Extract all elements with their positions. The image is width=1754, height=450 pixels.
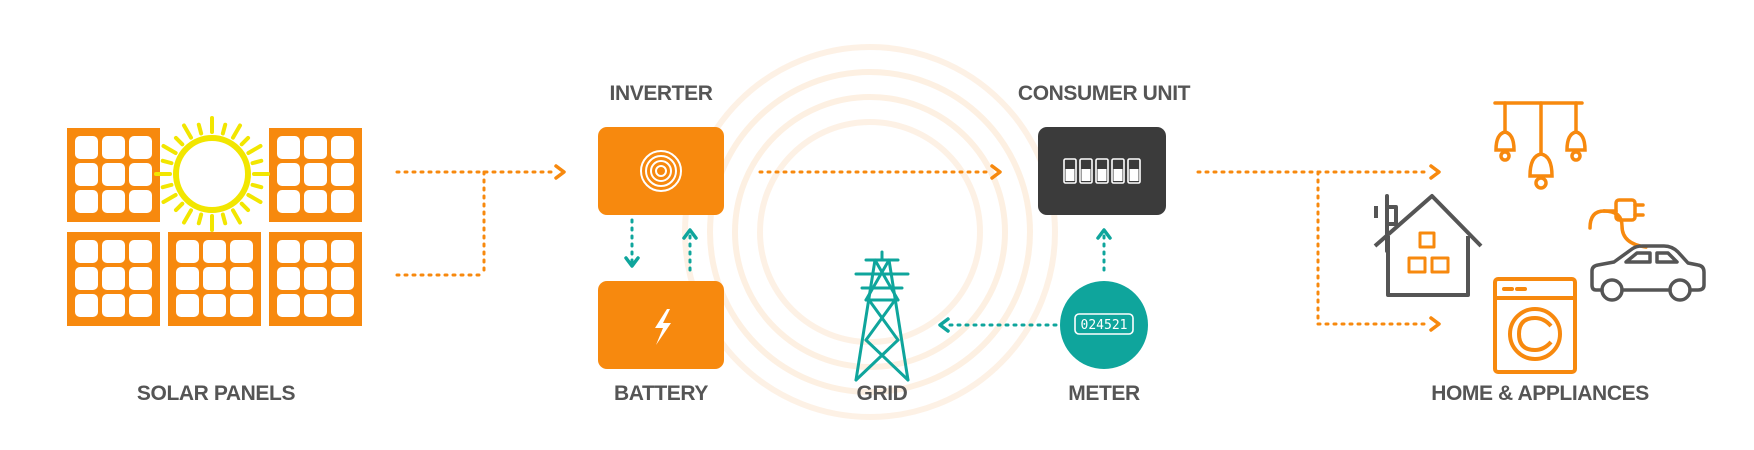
house-icon <box>1373 194 1483 297</box>
halo-rings <box>682 44 1058 420</box>
solar-panel-icon <box>67 232 160 326</box>
orange-arrowheads <box>554 164 1441 332</box>
consumer-unit-icon <box>1038 127 1166 215</box>
arrow-to-grid <box>938 317 950 333</box>
solar-panel-icon <box>168 232 261 326</box>
consumer-unit-label: CONSUMER UNIT <box>1017 82 1191 105</box>
arrow-to-inverter <box>554 164 566 180</box>
arrow-to-home <box>1429 164 1441 180</box>
car-icon <box>1590 244 1706 302</box>
teal-arrowheads <box>624 228 1112 333</box>
meter-icon: 024521 <box>1060 281 1148 369</box>
battery-bolt-icon <box>598 281 724 369</box>
solar-panel-icon <box>269 128 362 222</box>
meter-label: METER <box>1068 382 1140 405</box>
orange-connectors <box>395 170 1432 326</box>
home-appliances-label: HOME & APPLIANCES <box>1431 382 1649 405</box>
pylon-icon <box>854 250 910 382</box>
solar-panels-label: SOLAR PANELS <box>136 382 296 405</box>
sun-icon <box>154 116 270 232</box>
teal-connectors <box>630 218 1106 327</box>
arrow-to-appliances <box>1429 316 1441 332</box>
arrow-to-consumer-unit <box>990 164 1002 180</box>
battery-label: BATTERY <box>613 382 709 405</box>
pendant-lights-icon <box>1493 101 1587 190</box>
inverter-icon <box>598 127 724 215</box>
solar-panel-icon <box>67 128 160 222</box>
arrow-to-inverter-up <box>682 228 698 240</box>
grid-label: GRID <box>856 382 908 405</box>
plug-icon <box>1588 198 1648 249</box>
solar-panel-icon <box>269 232 362 326</box>
solar-panels-group <box>67 128 362 326</box>
meter-reading: 024521 <box>1081 318 1128 333</box>
arrow-to-consumer-up <box>1096 228 1112 240</box>
washing-machine-icon <box>1493 277 1577 374</box>
inverter-label: INVERTER <box>609 82 713 105</box>
breaker-icon <box>1063 158 1141 184</box>
arrow-to-battery <box>624 256 640 268</box>
